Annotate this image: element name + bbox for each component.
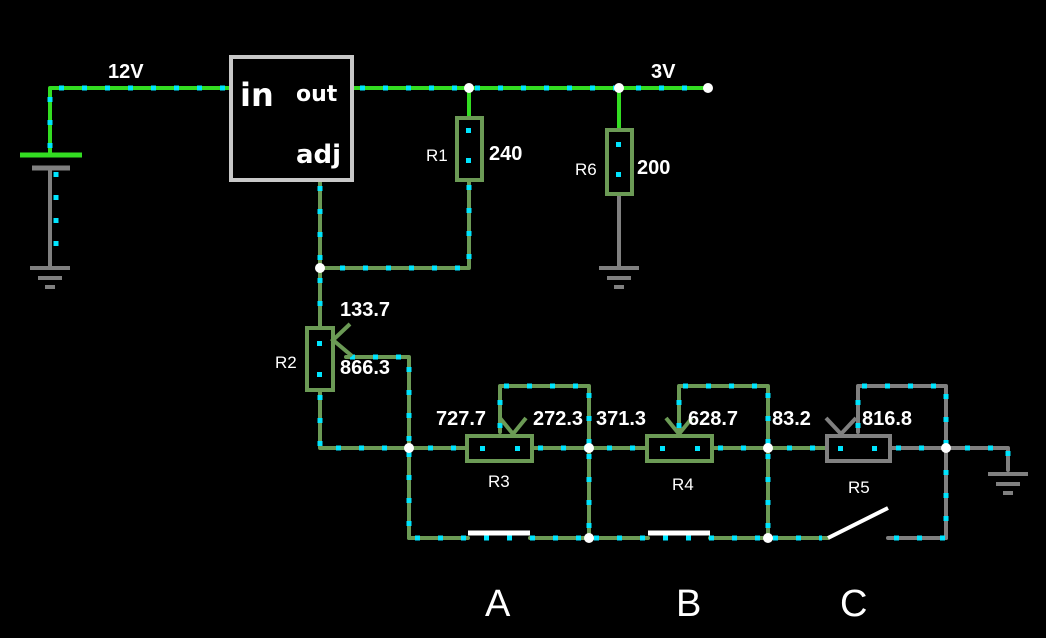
r2-value-top-label: 133.7 (340, 299, 390, 321)
wire-r5-out (888, 446, 1010, 472)
resistor-r1[interactable] (455, 116, 484, 182)
r4-name-label: R4 (672, 475, 694, 494)
switch-c[interactable] (827, 506, 889, 540)
r1-value-label: 240 (489, 143, 522, 165)
junction-dot (763, 533, 773, 543)
r3-value-left-label: 727.7 (436, 408, 486, 430)
junction-dot (614, 83, 624, 93)
r6-value-label: 200 (637, 157, 670, 179)
r4-value-left-label: 371.3 (596, 408, 646, 430)
r5-value-left-label: 83.2 (772, 408, 811, 430)
r3-value-right-label: 272.3 (533, 408, 583, 430)
junction-dot (315, 263, 325, 273)
resistor-r6[interactable] (605, 128, 634, 196)
r5-name-label: R5 (848, 478, 870, 497)
regulator-in-label: in (240, 76, 274, 114)
potentiometer-r4[interactable] (645, 416, 714, 463)
switch-a-label: A (485, 583, 511, 625)
voltage-regulator[interactable]: in out adj (229, 55, 354, 182)
regulator-adj-label: adj (296, 140, 341, 170)
junction-dot (464, 83, 474, 93)
r4-wiper-arrow[interactable] (664, 416, 694, 438)
wire-12v-supply (48, 86, 234, 157)
ground-icon (599, 266, 639, 289)
r4-value-right-label: 628.7 (688, 408, 738, 430)
r3-wiper-arrow[interactable] (498, 416, 528, 438)
junction-dot (763, 443, 773, 453)
r5-value-right-label: 816.8 (862, 408, 912, 430)
ground-icon (988, 472, 1028, 495)
r6-name-label: R6 (575, 160, 597, 179)
junction-dot (584, 443, 594, 453)
output-terminal-dot[interactable] (703, 83, 713, 93)
r2-name-label: R2 (275, 353, 297, 372)
junction-dot (941, 443, 951, 453)
wires (48, 86, 1010, 540)
battery-symbol[interactable] (20, 152, 82, 171)
r5-wiper-arrow[interactable] (824, 416, 858, 437)
r3-name-label: R3 (488, 472, 510, 491)
current-dots (47, 85, 1011, 541)
switch-b-label: B (676, 583, 701, 625)
output-voltage-label: 3V (651, 61, 676, 83)
switch-c-label: C (840, 583, 867, 625)
source-voltage-label: 12V (108, 61, 144, 83)
ground-icon (30, 266, 70, 289)
wire-r2-bottom (318, 388, 469, 450)
r2-value-bottom-label: 866.3 (340, 357, 390, 379)
potentiometer-r5[interactable] (824, 416, 892, 463)
r1-name-label: R1 (426, 146, 448, 165)
potentiometer-r3[interactable] (465, 416, 534, 463)
junction-dot (404, 443, 414, 453)
junctions (315, 83, 951, 543)
regulator-out-label: out (296, 82, 338, 107)
wire-r1-bottom (318, 178, 471, 270)
potentiometer-r2[interactable] (305, 322, 354, 392)
r2-wiper-arrow[interactable] (329, 322, 354, 358)
junction-dot (584, 533, 594, 543)
